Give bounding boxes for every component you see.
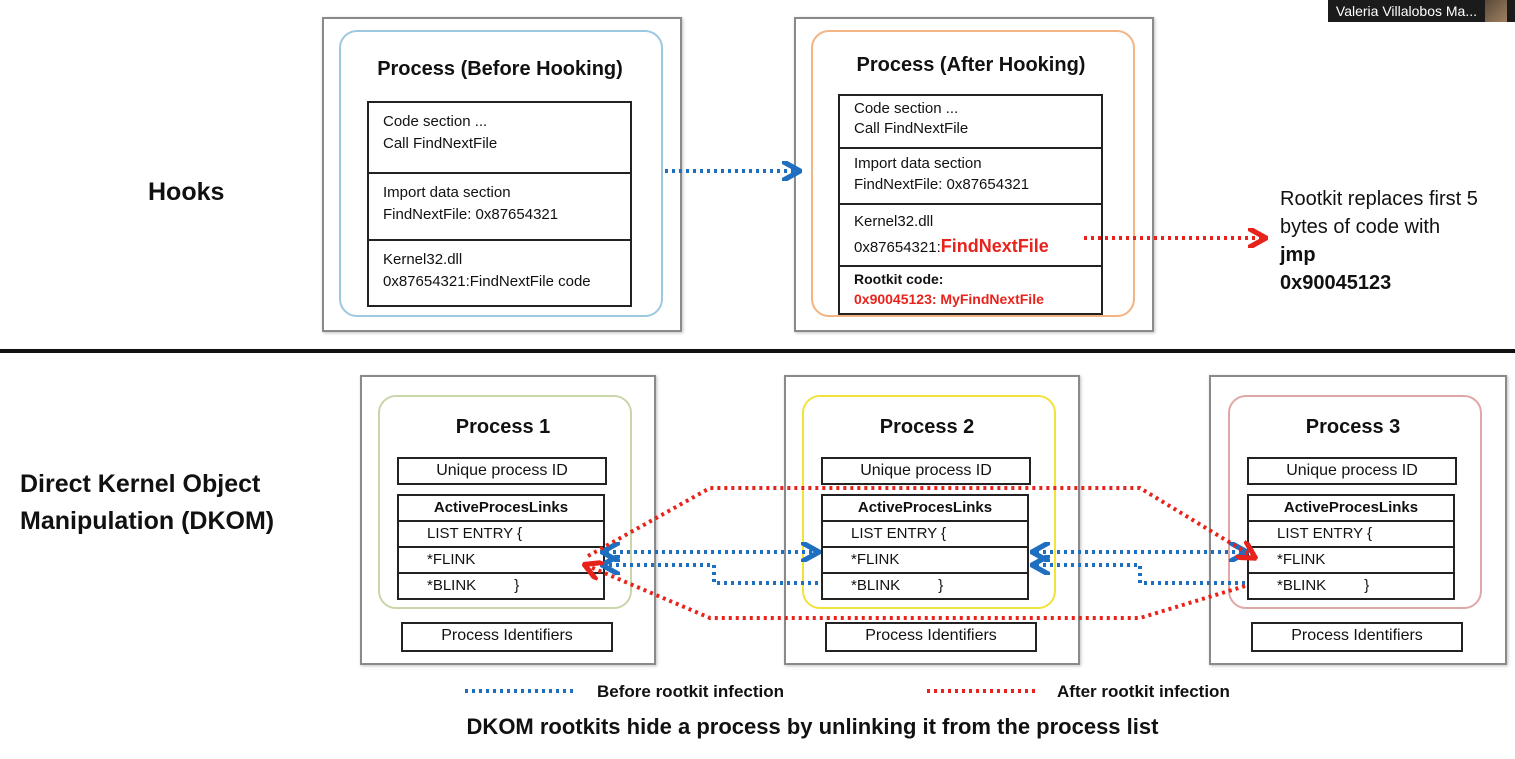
process-2-blink: *BLINK [851, 577, 901, 594]
after-hooking-panel [811, 30, 1135, 317]
dkom-caption: DKOM rootkits hide a process by unlinkin… [466, 714, 1159, 739]
process-3-list-entry: LIST ENTRY { [1249, 522, 1453, 548]
before-code-section-line: Code section ... [383, 113, 488, 130]
p2-p1-blink-arrow [606, 565, 818, 585]
p3-p1-blink-bypass-arrow [588, 566, 1246, 620]
before-call-line: Call FindNextFile [383, 135, 498, 152]
before-import-cell: Import data section FindNextFile: 0x8765… [369, 174, 630, 241]
rootkit-code-cell: Rootkit code: 0x90045123: MyFindNextFile [840, 267, 1101, 313]
hook-note-line-2: bytes of code with [1280, 216, 1441, 238]
process-1-title: Process 1 [455, 416, 551, 438]
process-3-links-table: ActiveProcesLinks LIST ENTRY { *FLINK *B… [1247, 494, 1455, 600]
legend-after-label: After rootkit infection [1057, 682, 1230, 701]
process-3-blink: *BLINK [1277, 577, 1327, 594]
before-import-line: Import data section [383, 184, 511, 201]
before-hooking-table: Code section ... Call FindNextFile Impor… [367, 101, 632, 307]
process-2-blink-row: *BLINK} [823, 574, 1027, 598]
dkom-label-line-2: Manipulation (DKOM) [20, 507, 275, 535]
after-code-section-cell: Code section ... Call FindNextFile [840, 96, 1101, 149]
before-kernel-code-line: 0x87654321:FindNextFile code [383, 273, 591, 290]
participant-avatar [1485, 0, 1507, 22]
dkom-section-label: Direct Kernel Object Manipulation (DKOM) [20, 466, 274, 540]
before-code-section-cell: Code section ... Call FindNextFile [369, 103, 630, 174]
process-1-links-header: ActiveProcesLinks [399, 496, 603, 522]
before-hooking-panel [339, 30, 663, 317]
process-2-panel [802, 395, 1056, 609]
process-2-list-entry: LIST ENTRY { [823, 522, 1027, 548]
process-1-brace: } [514, 577, 520, 594]
process-3-blink-row: *BLINK} [1249, 574, 1453, 598]
hook-note-line-1: Rootkit replaces first 5 [1280, 188, 1478, 210]
hooked-function-name: FindNextFile [940, 236, 1049, 256]
process-2-links-table: ActiveProcesLinks LIST ENTRY { *FLINK *B… [821, 494, 1029, 600]
process-1-identifiers: Process Identifiers [401, 622, 613, 652]
participant-name: Valeria Villalobos Ma... [1335, 3, 1477, 19]
process-3-title: Process 3 [1305, 416, 1401, 438]
process-2-title: Process 2 [879, 416, 975, 438]
hook-explanation-note: Rootkit replaces first 5 bytes of code w… [1280, 185, 1478, 297]
after-kernel-cell: Kernel32.dll 0x87654321:FindNextFile [840, 205, 1101, 267]
legend-before-label: Before rootkit infection [597, 682, 785, 701]
rootkit-code-value: 0x90045123: MyFindNextFile [854, 291, 1044, 307]
process-3-links-header: ActiveProcesLinks [1249, 496, 1453, 522]
rootkit-code-label: Rootkit code: [854, 271, 944, 287]
after-import-line: Import data section [854, 155, 982, 172]
hook-note-address: 0x90045123 [1280, 272, 1392, 294]
process-3-flink: *FLINK [1249, 548, 1453, 574]
hook-note-jmp: jmp [1280, 244, 1316, 266]
process-1-list-entry: LIST ENTRY { [399, 522, 603, 548]
before-import-address-line: FindNextFile: 0x87654321 [383, 206, 559, 223]
p1-p3-flink-bypass-arrow [587, 486, 1252, 556]
process-2-identifiers: Process Identifiers [825, 622, 1037, 652]
after-kernel-address: 0x87654321: [854, 239, 941, 256]
after-code-section-line: Code section ... [854, 100, 959, 117]
hooks-section-label: Hooks [148, 178, 225, 206]
after-call-line: Call FindNextFile [854, 120, 969, 137]
after-kernel-line: Kernel32.dll [854, 213, 934, 230]
after-import-address-line: FindNextFile: 0x87654321 [854, 176, 1030, 193]
process-3-unique-id: Unique process ID [1247, 457, 1457, 485]
before-kernel-cell: Kernel32.dll 0x87654321:FindNextFile cod… [369, 241, 630, 305]
process-2-brace: } [938, 577, 944, 594]
process-1-blink-row: *BLINK} [399, 574, 603, 598]
process-2-flink: *FLINK [823, 548, 1027, 574]
p3-p2-blink-arrow [1036, 565, 1245, 585]
process-3-identifiers: Process Identifiers [1251, 622, 1463, 652]
before-hooking-title: Process (Before Hooking) [377, 58, 623, 80]
dkom-label-line-1: Direct Kernel Object [20, 470, 261, 498]
section-divider [0, 349, 1515, 353]
before-kernel-line: Kernel32.dll [383, 251, 463, 268]
process-2-links-header: ActiveProcesLinks [823, 496, 1027, 522]
process-3-panel [1228, 395, 1482, 609]
process-2-unique-id: Unique process ID [821, 457, 1031, 485]
process-1-flink: *FLINK [399, 548, 603, 574]
after-kernel-address-line: 0x87654321:FindNextFile [854, 234, 1087, 260]
process-1-panel [378, 395, 632, 609]
process-3-brace: } [1364, 577, 1370, 594]
after-hooking-table: Code section ... Call FindNextFile Impor… [838, 94, 1103, 315]
participant-name-badge: Valeria Villalobos Ma... [1327, 0, 1515, 22]
process-1-links-table: ActiveProcesLinks LIST ENTRY { *FLINK *B… [397, 494, 605, 600]
process-1-blink: *BLINK [427, 577, 477, 594]
after-import-cell: Import data section FindNextFile: 0x8765… [840, 149, 1101, 205]
after-hooking-title: Process (After Hooking) [856, 54, 1086, 76]
process-1-unique-id: Unique process ID [397, 457, 607, 485]
